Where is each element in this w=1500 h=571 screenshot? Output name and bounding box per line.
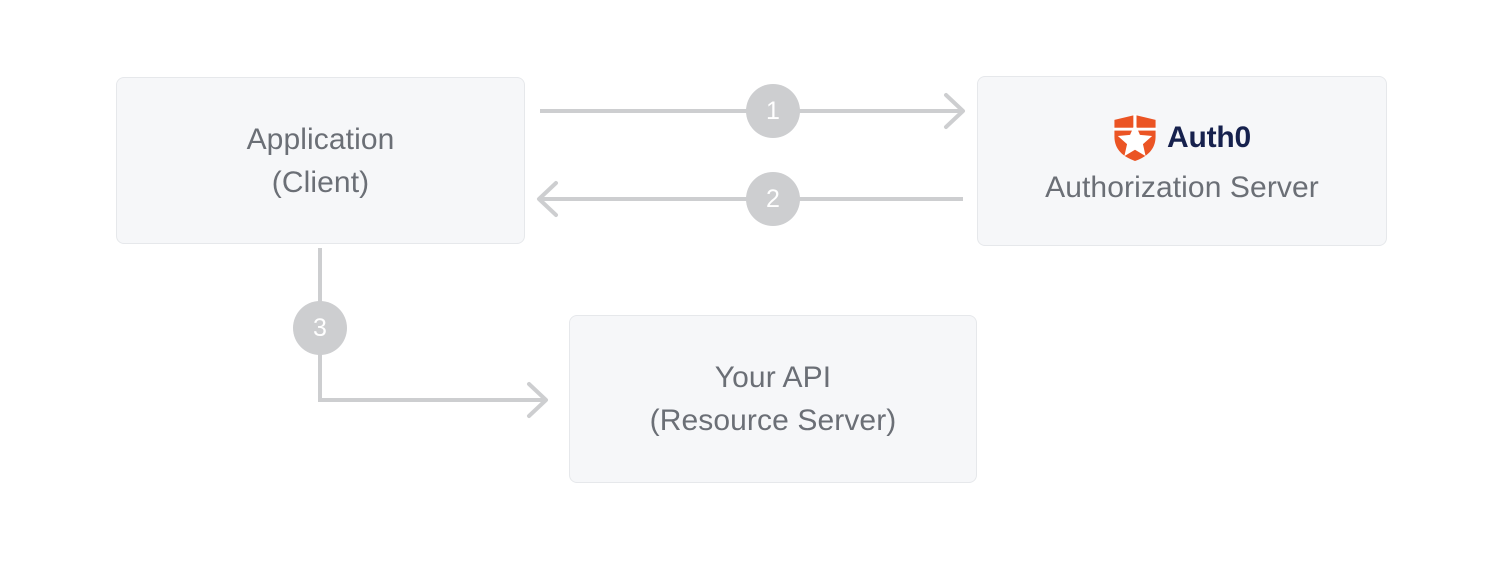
arrowhead-left-step-2	[537, 181, 558, 217]
auth0-brand-lockup: Auth0	[1113, 113, 1251, 162]
auth0-shield-star-icon	[1113, 113, 1157, 162]
application-label-line2: (Client)	[271, 165, 370, 199]
node-application-client[interactable]: Application (Client)	[116, 77, 525, 244]
application-label-line1: Application	[246, 122, 395, 156]
authorization-server-label: Authorization Server	[1045, 170, 1319, 204]
arrowhead-right-step-3	[527, 382, 548, 418]
connector-step-3-path	[318, 248, 545, 402]
step-badge-3: 3	[293, 301, 347, 355]
auth0-wordmark: Auth0	[1167, 120, 1251, 154]
arrowhead-right-step-1	[944, 93, 965, 129]
your-api-label-line2: (Resource Server)	[649, 404, 897, 437]
node-authorization-server[interactable]: Auth0 Authorization Server	[977, 76, 1387, 246]
step-badge-2: 2	[746, 172, 800, 226]
step-badge-1: 1	[746, 84, 800, 138]
your-api-label-line1: Your API	[714, 361, 832, 394]
node-your-api-resource-server[interactable]: Your API (Resource Server)	[569, 315, 977, 483]
connector-step-3	[318, 248, 548, 418]
